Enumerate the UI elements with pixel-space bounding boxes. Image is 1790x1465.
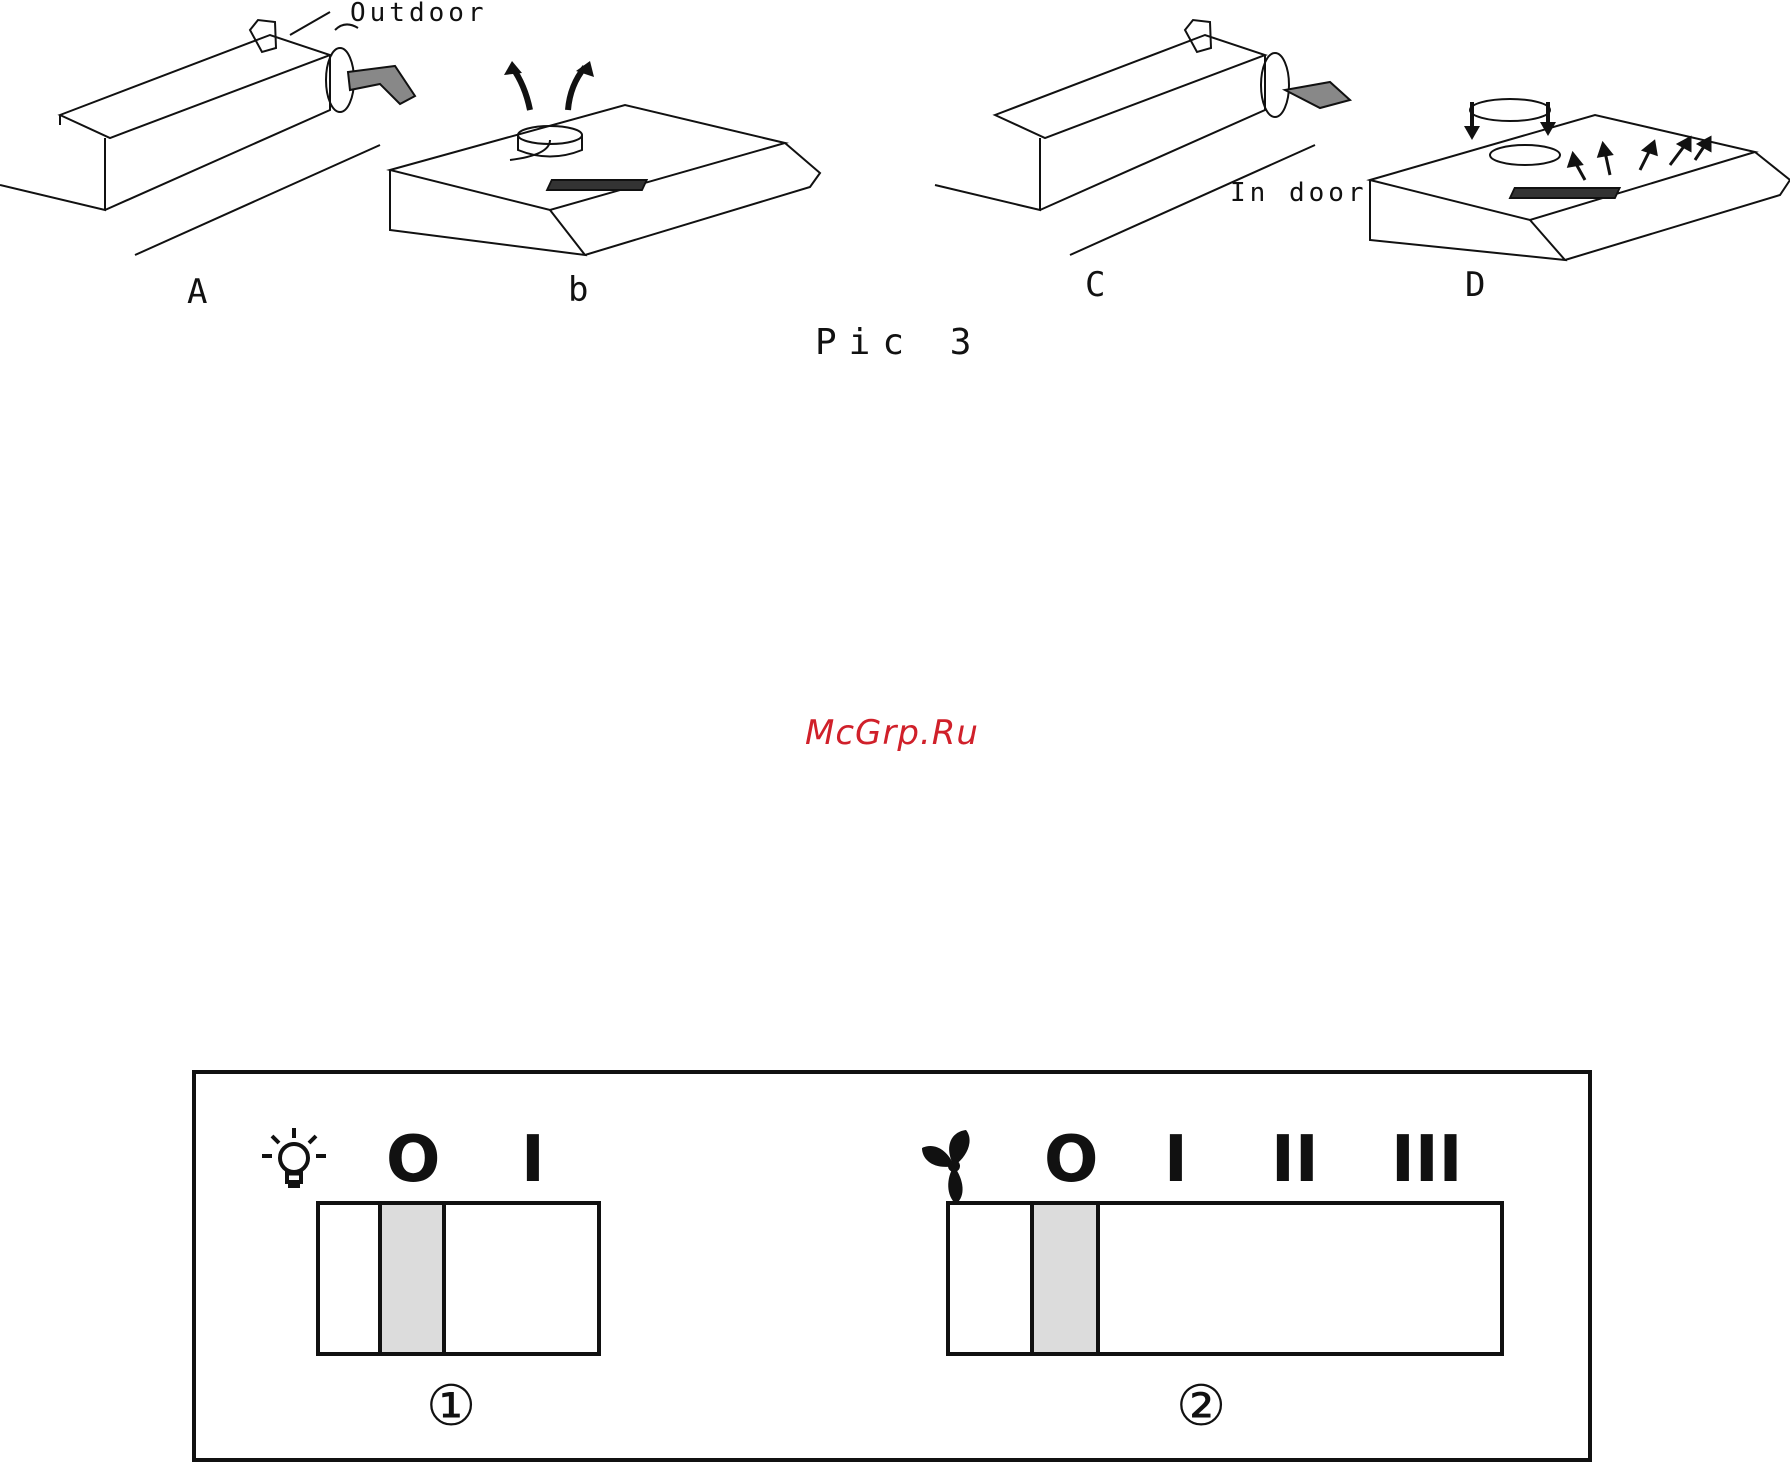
light-switch[interactable]: [316, 1201, 601, 1356]
hood-illustration-c: [935, 0, 1355, 270]
figure-label-c: C: [1085, 265, 1105, 305]
light-switch-knob[interactable]: [378, 1205, 446, 1352]
fan-position-1: I: [1164, 1128, 1188, 1192]
light-position-on: I: [521, 1128, 545, 1192]
figure-label-a: A: [187, 272, 207, 312]
outdoor-label: Outdoor: [350, 0, 488, 28]
fan-switch-number: ②: [1176, 1379, 1226, 1435]
hood-illustration-b: [380, 55, 840, 325]
fan-position-2: II: [1271, 1128, 1319, 1192]
fan-position-3: III: [1391, 1128, 1462, 1192]
fan-switch-knob[interactable]: [1030, 1205, 1100, 1352]
hood-illustration-a: [0, 0, 440, 270]
light-position-off: O: [386, 1128, 440, 1192]
figure-label-d: D: [1465, 265, 1485, 305]
fan-switch[interactable]: [946, 1201, 1504, 1356]
hood-illustration-d: [1360, 80, 1790, 350]
control-panel: O I ① O I II III ②: [192, 1070, 1592, 1462]
watermark: McGrp.Ru: [805, 713, 979, 753]
figure-caption: Pic 3: [815, 322, 983, 363]
light-bulb-icon: [254, 1122, 334, 1202]
indoor-label: In door: [1230, 178, 1368, 208]
fan-position-off: O: [1044, 1128, 1098, 1192]
figure-label-b: b: [568, 270, 588, 310]
fan-icon: [914, 1126, 994, 1206]
light-switch-number: ①: [426, 1379, 476, 1435]
